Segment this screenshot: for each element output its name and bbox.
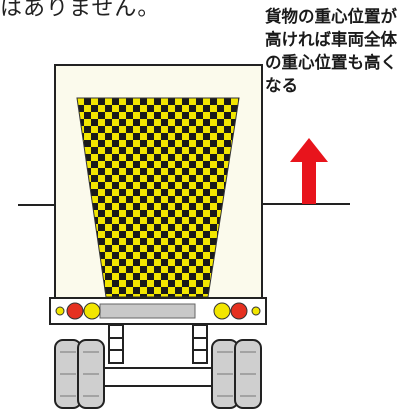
- marker-right: [251, 306, 261, 316]
- tire-group-left: [54, 339, 105, 409]
- tail-light-left-red: [66, 302, 84, 320]
- mud-flap-right: [192, 324, 208, 364]
- rear-bumper: [49, 297, 267, 325]
- marker-left: [55, 306, 65, 316]
- side-caption: 貨物の重心位置が高ければ車両全体の重心位置も高くなる: [265, 7, 397, 95]
- license-plate: [99, 303, 196, 319]
- tail-light-right-yellow: [213, 302, 231, 320]
- mud-flap-left: [108, 324, 124, 364]
- tire-group-right: [211, 339, 262, 409]
- tail-light-right-red: [230, 302, 248, 320]
- rear-axle: [99, 367, 217, 387]
- top-caption: はありません。: [0, 0, 161, 21]
- tail-light-left-yellow: [83, 302, 101, 320]
- up-arrow-icon: [290, 138, 328, 204]
